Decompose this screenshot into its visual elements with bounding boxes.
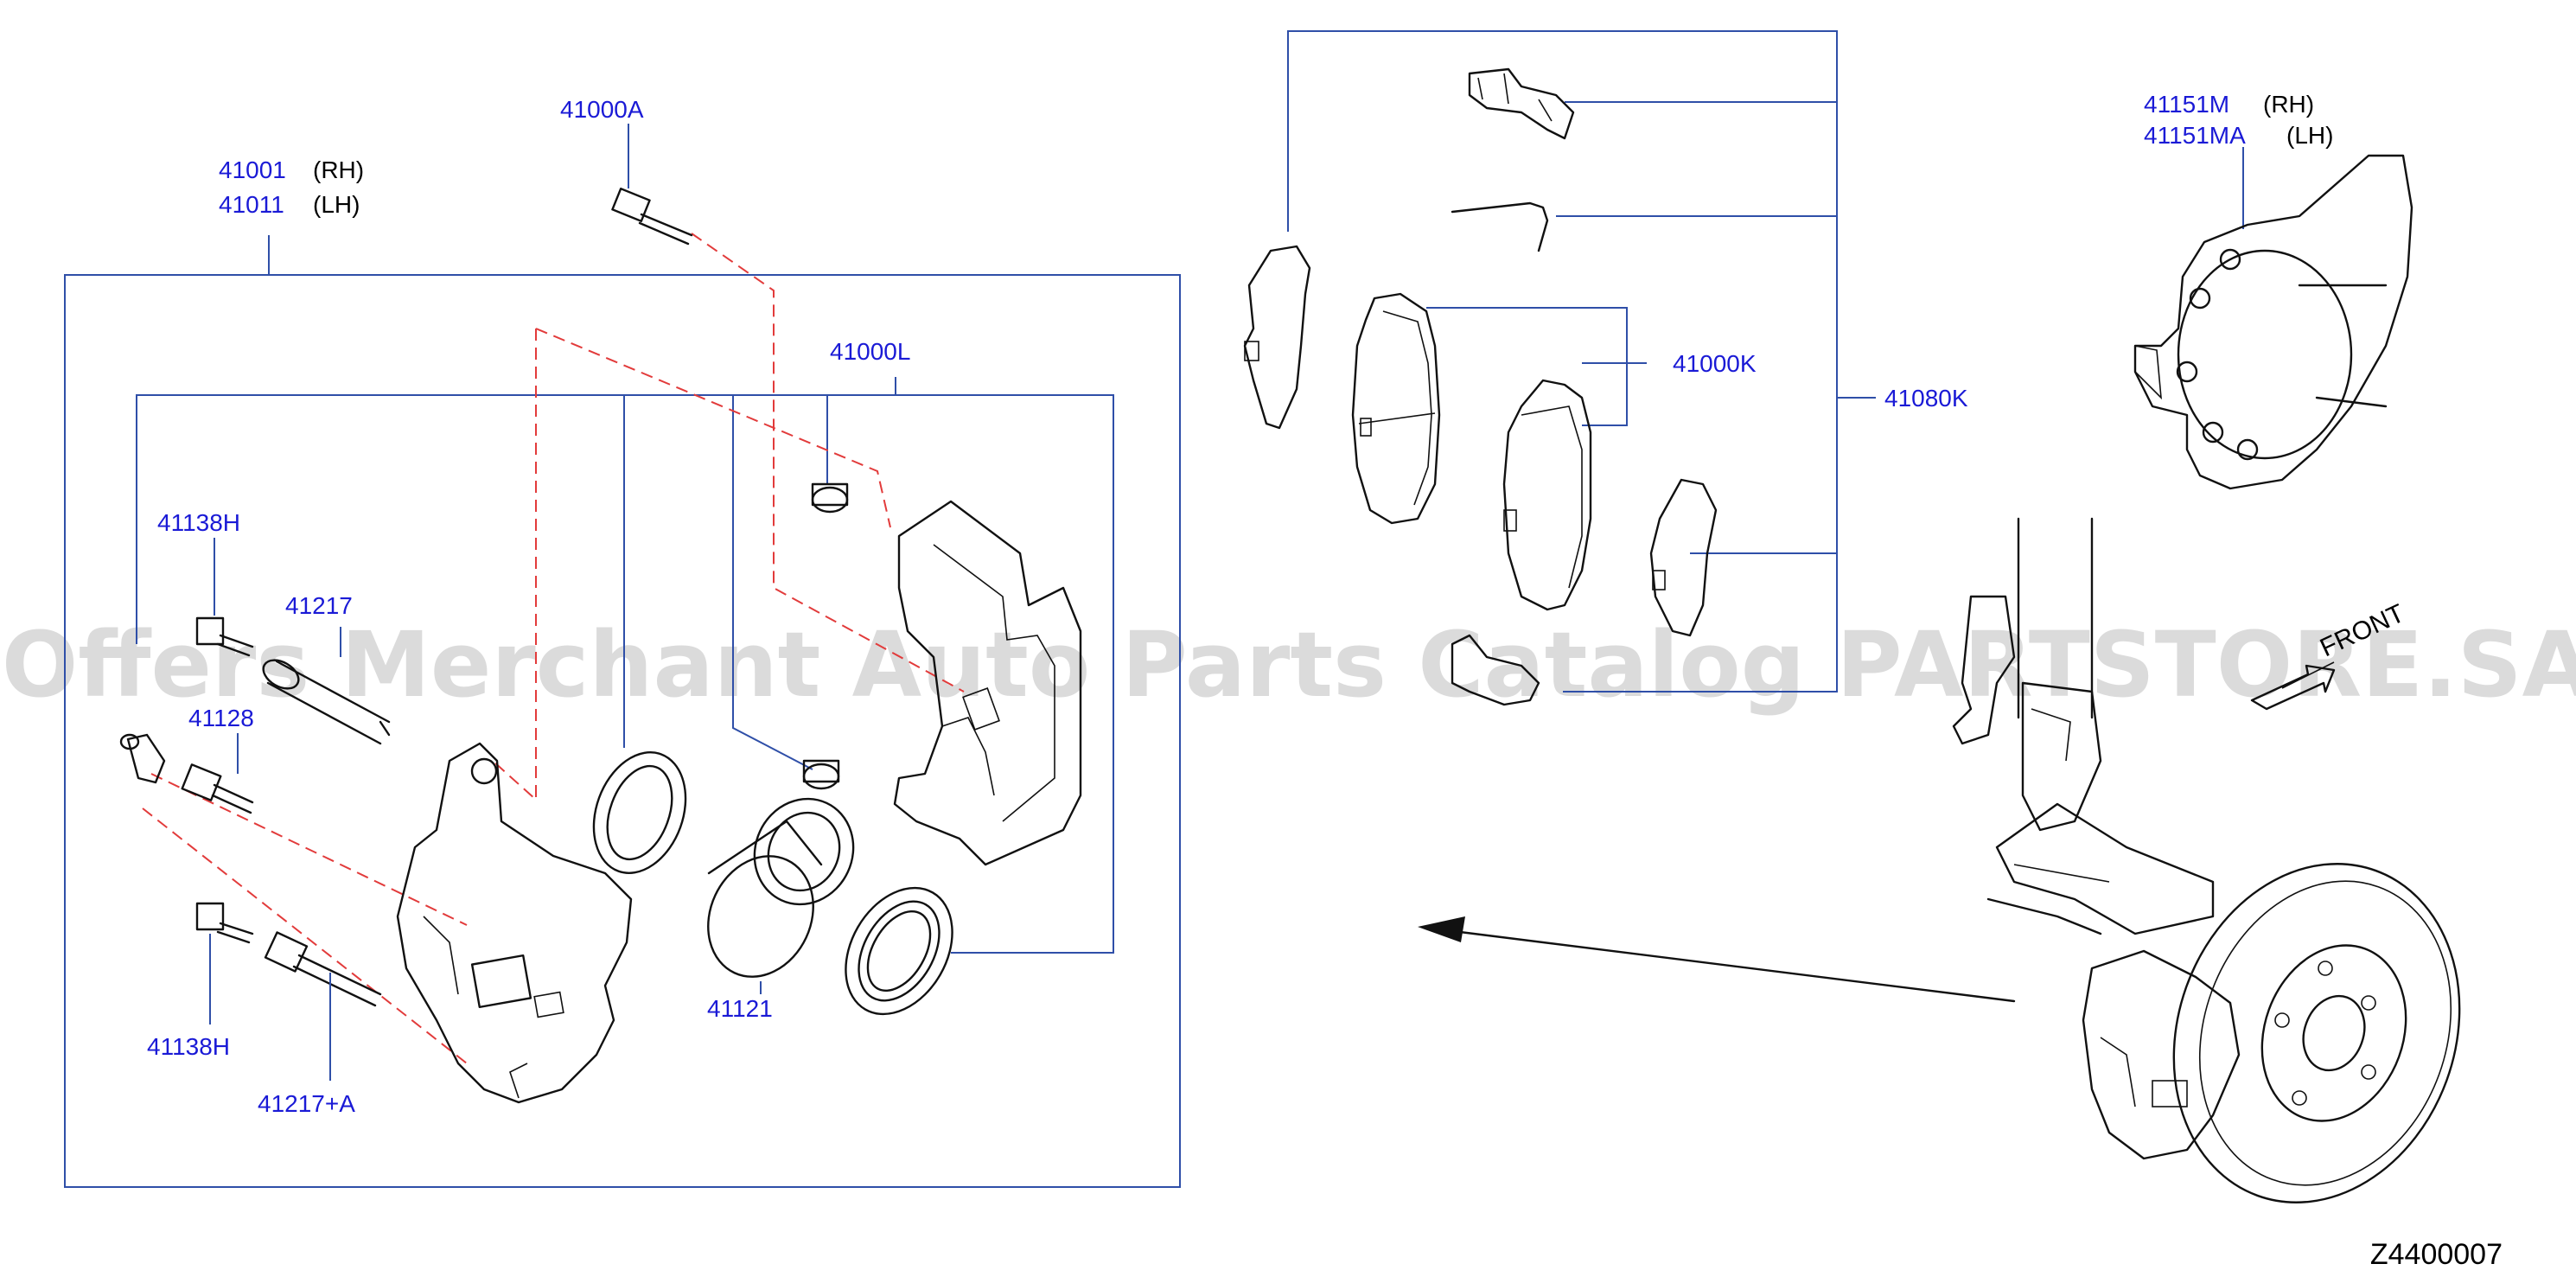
bleeder-upper-icon: [195, 616, 254, 657]
drive-shaft-icon: [1986, 897, 2102, 935]
label-41001: 41001: [219, 156, 286, 183]
pad-set-leader-bottom: [1582, 363, 1628, 426]
brake-rotor-icon: [2172, 863, 2461, 1203]
caliper-assembly-group: 41001 (RH) 41011 (LH) 41000A 41000L 4113…: [64, 96, 1181, 1188]
label-41000k: 41000K: [1673, 350, 1757, 377]
bolt-icon: [611, 188, 693, 246]
bleeder-screw-icon: [181, 763, 254, 814]
label-rh-2: (RH): [2263, 91, 2314, 118]
nut-icon-lower: [802, 759, 840, 790]
knuckle-icon: [1995, 802, 2215, 935]
label-lh-1: (LH): [313, 191, 360, 218]
label-41121: 41121: [707, 995, 773, 1022]
vehicle-locator-group: FRONT: [1418, 517, 2461, 1203]
piston-icon: [707, 797, 855, 978]
label-41128: 41128: [188, 705, 254, 731]
label-41151ma: 41151MA: [2144, 122, 2246, 149]
bleeder-cap-icon: [119, 733, 166, 784]
pad-shim-outer-icon: [1649, 478, 1718, 637]
front-direction-icon: [2250, 661, 2336, 711]
label-41138h-upper: 41138H: [157, 509, 240, 536]
arrow-head-icon: [1418, 916, 1465, 942]
splash-guard-icon: [2133, 154, 2413, 490]
pad-kit-group: 41000K 41080K: [1243, 30, 1968, 706]
label-41217: 41217: [285, 592, 353, 619]
label-41000a: 41000A: [560, 96, 644, 123]
nut-leader: [732, 395, 813, 770]
drawing-code: Z4400007: [2370, 1238, 2503, 1271]
bleeder-lower-icon: [195, 902, 254, 944]
phantom-line-bracket: [535, 328, 891, 528]
baffle-group: 41151M (RH) 41151MA (LH): [2133, 91, 2413, 490]
label-41217-a: 41217+A: [258, 1090, 355, 1117]
brake-pad-inner-icon: [1351, 292, 1441, 525]
label-41080k: 41080K: [1884, 385, 1968, 412]
label-41011: 41011: [219, 191, 284, 218]
guide-pin-icon: [262, 659, 391, 745]
bracket-frame-line: [136, 394, 1114, 954]
guide-pin-lower-icon: [264, 931, 382, 1007]
caliper-bracket-icon: [893, 500, 1082, 866]
caliper-body-icon: [396, 742, 633, 1104]
mounted-caliper-icon: [2082, 949, 2241, 1160]
phantom-line-pin: [142, 807, 468, 1064]
spring-wire-icon: [1451, 201, 1549, 252]
watermark-text: Offers Merchant Auto Parts Catalog PARTS…: [2, 612, 2576, 718]
piston-seal-icon: [592, 751, 687, 874]
strut-icon: [1952, 517, 2102, 832]
pad-shim-icon: [1243, 245, 1311, 430]
phantom-line-bleeder: [150, 773, 468, 926]
anti-rattle-clip-lower-icon: [1451, 634, 1540, 706]
phantom-line-mid: [492, 329, 537, 802]
label-lh-2: (LH): [2286, 122, 2333, 149]
label-41138h-lower: 41138H: [147, 1033, 230, 1060]
locator-arrow: [1438, 928, 2016, 1003]
dust-boot-icon: [845, 886, 953, 1016]
phantom-line-upper: [691, 233, 965, 693]
label-41151m: 41151M: [2144, 91, 2229, 118]
brake-pad-outer-icon: [1502, 379, 1592, 611]
anti-rattle-clip-icon: [1468, 67, 1575, 140]
pad-set-leader-top: [1426, 307, 1628, 364]
pad-kit-frame: [1287, 30, 1838, 693]
caliper-assembly-frame: [64, 274, 1181, 1188]
label-41000l: 41000L: [830, 338, 910, 365]
label-rh-1: (RH): [313, 156, 364, 183]
nut-icon: [811, 482, 849, 514]
